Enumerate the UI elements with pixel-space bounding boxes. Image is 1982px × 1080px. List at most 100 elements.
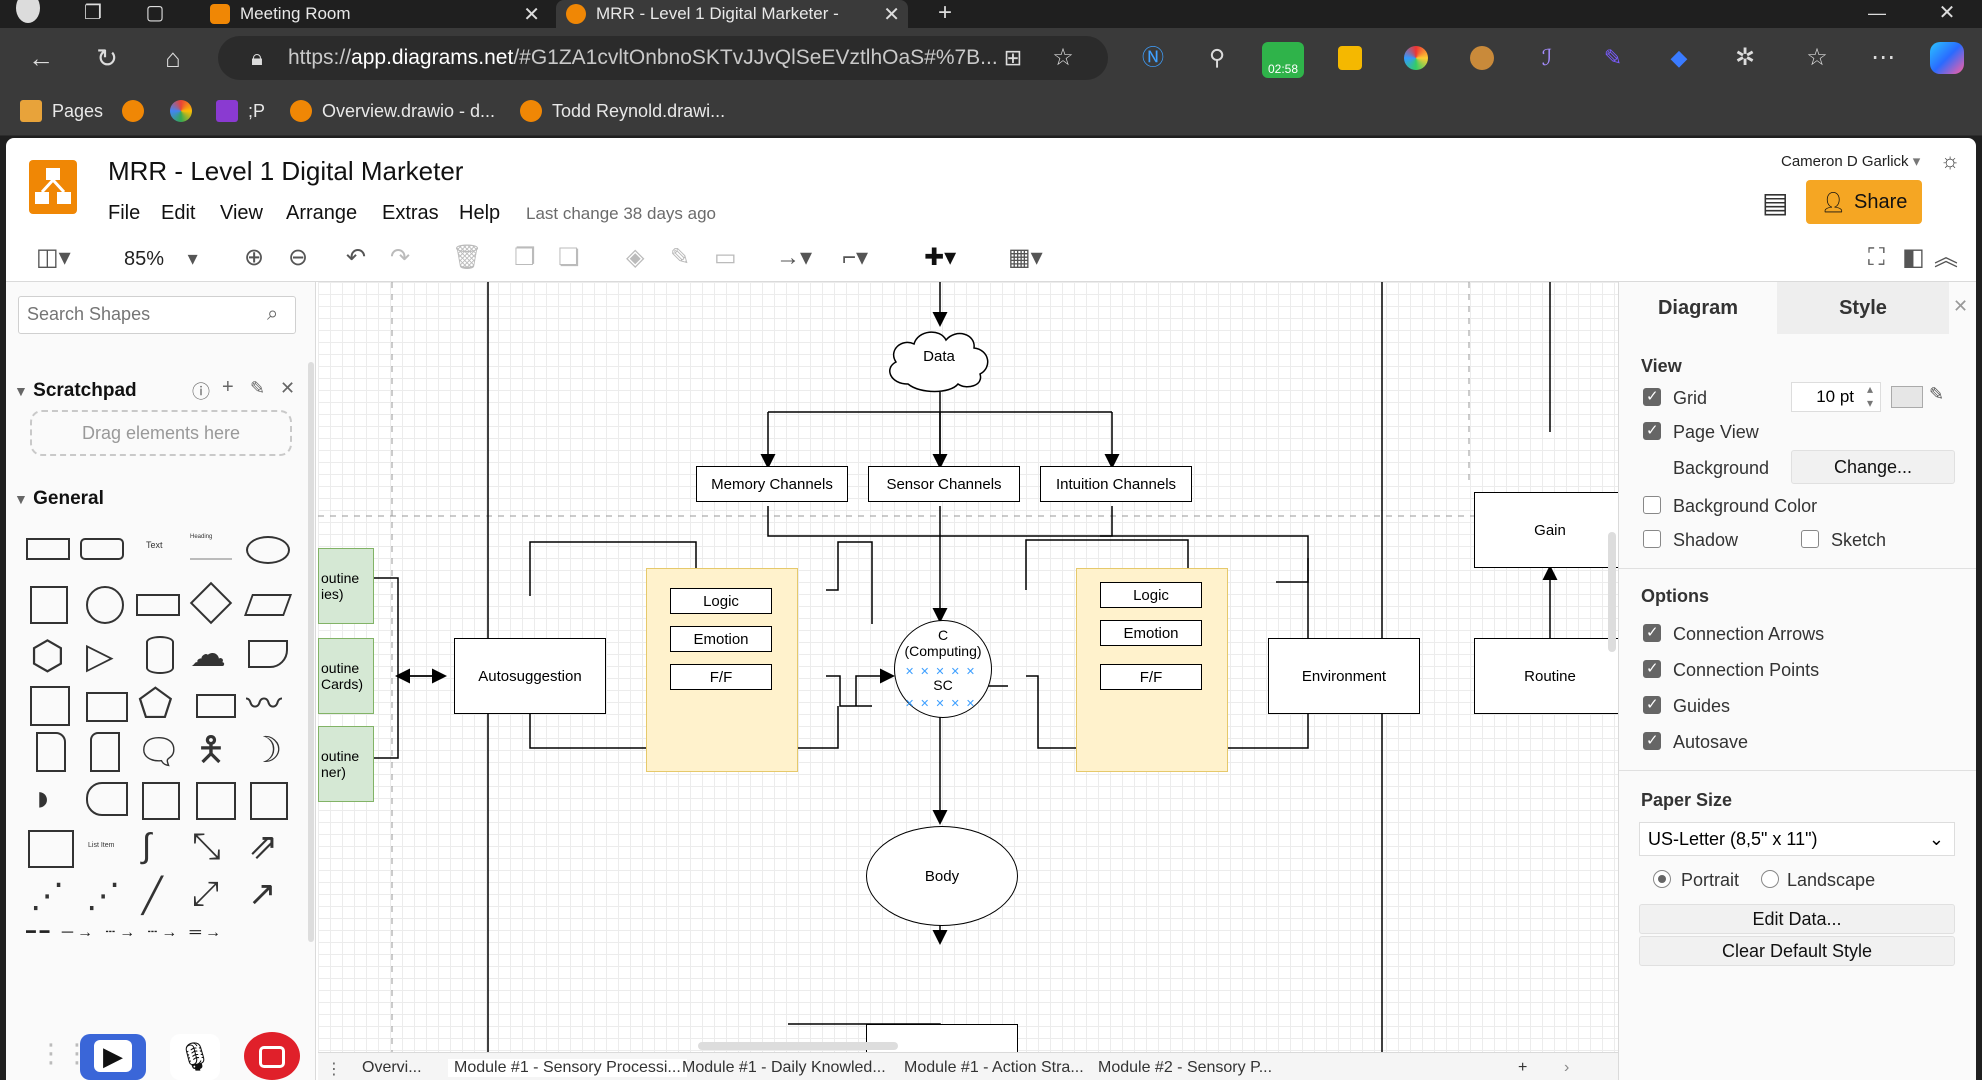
shape-hexagon[interactable]: ⬡ <box>30 634 65 678</box>
shape-document[interactable] <box>248 640 288 668</box>
waypoints-icon[interactable]: ⌐▾ <box>842 244 869 271</box>
shape-swimlane[interactable] <box>196 782 236 820</box>
extension-figure-icon[interactable]: ⚲ <box>1208 45 1226 70</box>
shape-triangle[interactable]: ▷ <box>86 635 114 676</box>
node-gain[interactable]: Gain <box>1474 492 1618 568</box>
stop-recording-button[interactable] <box>244 1032 300 1080</box>
extensions-puzzle-icon[interactable]: ✲ <box>1734 44 1756 71</box>
page-tab-module1-sensory[interactable]: Module #1 - Sensory Processi... <box>448 1059 687 1077</box>
user-name[interactable]: Cameron D Garlick ▾ <box>1781 153 1921 170</box>
fill-color-icon[interactable]: ◈ <box>626 244 645 271</box>
node-sensor-channels[interactable]: Sensor Channels <box>868 466 1020 502</box>
bookmark-p[interactable]: ;P <box>216 100 265 122</box>
pages-menu-icon[interactable]: ⋮ <box>326 1061 342 1078</box>
tab-actions-icon[interactable]: ▢ <box>145 2 165 24</box>
shadow-checkbox[interactable] <box>1643 530 1661 548</box>
shape-directional-connector[interactable]: ↗ <box>248 875 277 913</box>
home-icon[interactable]: ⌂ <box>165 43 181 73</box>
paper-size-select[interactable]: US-Letter (8,5" x 11")⌄ <box>1639 822 1955 856</box>
collapse-icon[interactable]: ︽ <box>1934 244 1958 271</box>
page-view-checkbox[interactable] <box>1643 421 1661 440</box>
table-icon[interactable]: ▦▾ <box>1008 244 1043 271</box>
clear-default-style-button[interactable]: Clear Default Style <box>1639 936 1955 966</box>
help-icon[interactable]: ⓘ <box>192 382 210 402</box>
shape-ellipse[interactable] <box>246 536 290 564</box>
to-front-icon[interactable]: ❐ <box>514 244 536 271</box>
change-background-button[interactable]: Change... <box>1791 450 1955 484</box>
shape-process[interactable] <box>136 594 180 616</box>
shape-tape[interactable]: 〰 <box>246 683 283 724</box>
address-bar[interactable]: 🔒︎ https://app.diagrams.net/#G1ZA1cvltOn… <box>218 36 1108 80</box>
toggle-panel-icon[interactable]: ◧ <box>1902 244 1925 271</box>
shape-or[interactable]: ☽ <box>250 729 283 770</box>
node-memory-channels[interactable]: Memory Channels <box>696 466 848 502</box>
page-tab-module1-action[interactable]: Module #1 - Action Stra... <box>904 1059 1084 1076</box>
theme-sun-icon[interactable]: ☼ <box>1940 148 1961 173</box>
shape-square[interactable] <box>30 586 68 624</box>
fullscreen-icon[interactable]: ⛶ <box>1868 244 1885 271</box>
shape-rectangle[interactable] <box>26 538 70 560</box>
camera-button[interactable]: ▶︎ <box>80 1034 146 1080</box>
shape-delay[interactable]: ◗ <box>32 777 54 818</box>
tab-style[interactable]: Style <box>1777 282 1949 334</box>
zoom-out-icon[interactable]: ⊖ <box>288 244 309 271</box>
menu-help[interactable]: Help <box>459 202 501 224</box>
node-environment[interactable]: Environment <box>1268 638 1420 714</box>
node-ff-left[interactable]: F/F <box>670 664 772 690</box>
shape-cube[interactable] <box>86 692 128 722</box>
page-tab-overview[interactable]: Overvi... <box>362 1059 422 1076</box>
bookmark-drawio[interactable] <box>122 100 154 122</box>
node-data[interactable]: Data <box>880 324 998 394</box>
shape-frame[interactable] <box>250 782 288 820</box>
shape-diamond[interactable] <box>189 581 233 625</box>
shape-dotted-line[interactable]: ⋰ <box>86 877 120 915</box>
connection-arrows-checkbox[interactable] <box>1643 623 1661 642</box>
close-icon[interactable]: ✕ <box>1953 296 1969 316</box>
back-icon[interactable]: ← <box>28 43 54 73</box>
shape-container[interactable] <box>142 782 180 820</box>
node-autosuggestion[interactable]: Autosuggestion <box>454 638 606 714</box>
node-logic-right[interactable]: Logic <box>1100 582 1202 608</box>
sketch-checkbox[interactable] <box>1801 530 1819 548</box>
shape-trapezoid[interactable] <box>196 694 236 718</box>
shape-text[interactable]: Text <box>146 540 163 550</box>
more-icon[interactable]: ⋯ <box>1871 44 1895 71</box>
shape-note[interactable] <box>36 732 66 772</box>
shape-rounded-rectangle[interactable] <box>80 538 124 560</box>
shape-cloud[interactable]: ☁︎ <box>190 633 226 674</box>
shape-data-storage[interactable] <box>86 782 128 816</box>
undo-icon[interactable]: ↶ <box>346 244 367 271</box>
bookmark-overview[interactable]: Overview.drawio - d... <box>290 100 495 122</box>
page-tab-module2-sensory[interactable]: Module #2 - Sensory P... <box>1098 1059 1273 1076</box>
extension-timer-icon[interactable]: 02:58 <box>1262 42 1304 78</box>
guides-checkbox[interactable] <box>1643 695 1661 714</box>
shape-parallelogram[interactable] <box>243 594 293 616</box>
shape-card[interactable] <box>90 732 120 772</box>
tab-mrr-level1[interactable]: MRR - Level 1 Digital Marketer - ✕ <box>556 0 908 28</box>
node-routine[interactable]: Routine <box>1474 638 1618 714</box>
redo-icon[interactable]: ↷ <box>390 244 411 271</box>
shadow-icon[interactable]: ▭ <box>714 244 737 271</box>
microphone-icon[interactable]: 🎙︎ <box>170 1034 220 1080</box>
share-button[interactable]: 👤︎Share <box>1806 180 1922 224</box>
close-window-icon[interactable]: ✕ <box>1938 2 1956 24</box>
grid-size-input[interactable]: 10 pt <box>1791 382 1881 412</box>
canvas-vertical-scrollbar[interactable] <box>1608 532 1616 652</box>
bookmark-todd[interactable]: Todd Reynold.drawi... <box>520 100 725 122</box>
insert-plus-icon[interactable]: ✚▾ <box>924 244 957 271</box>
line-color-icon[interactable]: ✎ <box>670 244 691 271</box>
node-emotion-right[interactable]: Emotion <box>1100 620 1202 646</box>
search-icon[interactable]: ⌕ <box>267 303 279 325</box>
node-ff-right[interactable]: F/F <box>1100 664 1202 690</box>
shape-dashed-line[interactable]: ⋰ <box>30 877 64 915</box>
shape-callout[interactable]: 🗨︎ <box>136 731 182 772</box>
menu-extras[interactable]: Extras <box>382 202 439 224</box>
shape-textbox[interactable]: Heading <box>190 534 232 560</box>
extension-script-icon[interactable]: ℐ <box>1541 45 1553 70</box>
format-panel-icon[interactable]: ◫▾ <box>36 244 71 271</box>
page-tab-module1-daily[interactable]: Module #1 - Daily Knowled... <box>682 1059 886 1076</box>
close-icon[interactable]: ✕ <box>883 4 900 26</box>
shape-circle[interactable] <box>86 586 124 624</box>
